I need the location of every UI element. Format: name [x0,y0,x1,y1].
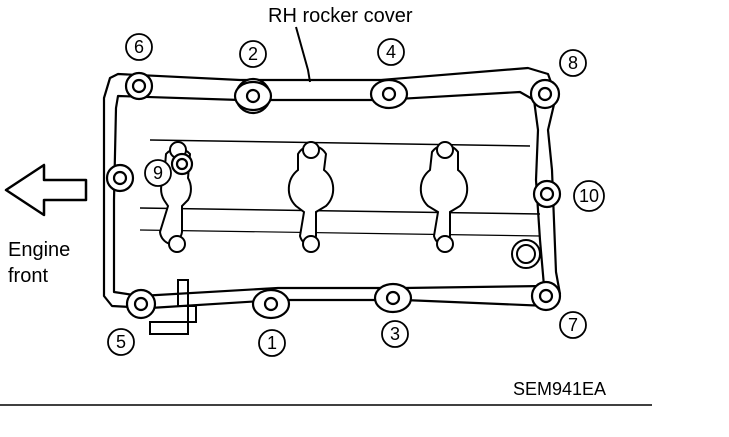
bolt-number-7: 7 [568,315,578,335]
bolt-heads [105,71,562,320]
bolt-head-3 [373,282,413,314]
bolt-number-5: 5 [116,332,126,352]
bolt-head-left-side [105,163,135,193]
callout-1: 1 [258,329,286,357]
bolt-number-10: 10 [579,186,599,206]
callout-10: 10 [573,180,605,212]
engine-front-label-line1: Engine [8,239,70,261]
bolt-number-8: 8 [568,53,578,73]
bolt-number-2: 2 [248,44,258,64]
callout-3: 3 [381,320,409,348]
callout-9: 9 [144,159,172,187]
sequence-callouts: 6 2 4 8 9 10 5 1 [107,33,605,357]
ridge-line-top [149,139,531,147]
callout-6: 6 [125,33,153,61]
bolt-head-4 [369,78,409,110]
ridge-line-bottom [139,207,541,215]
bolt-head-8 [529,78,561,110]
spark-plug-boss-2 [287,141,335,253]
title-leader-line [295,26,311,83]
callout-7: 7 [559,311,587,339]
callout-2: 2 [239,40,267,68]
left-arrow-icon [4,163,88,217]
bolt-head-1 [251,288,291,320]
cover-bracket [149,279,197,335]
engine-front-label-line2: front [8,265,48,287]
callout-5: 5 [107,328,135,356]
bolt-head-7 [530,280,562,312]
bolt-number-6: 6 [134,37,144,57]
bolt-head-5 [125,288,157,320]
callout-4: 4 [377,38,405,66]
bolt-number-9: 9 [153,163,163,183]
bolt-head-10 [532,179,562,209]
ridge-line-lower [139,229,541,237]
callout-8: 8 [559,49,587,77]
engine-front-arrow [4,163,88,217]
bolt-head-2 [233,77,273,115]
bolt-number-4: 4 [386,42,396,62]
bolt-head-9 [170,152,194,176]
spark-plug-boss-3 [419,141,469,253]
bolt-number-1: 1 [267,333,277,353]
diagram-title: RH rocker cover [268,5,413,27]
bolt-head-6 [124,71,154,101]
figure-code: SEM941EA [513,379,606,399]
oil-filler-cap [511,239,541,269]
cover-inner-outline [112,90,546,298]
bolt-number-3: 3 [390,324,400,344]
